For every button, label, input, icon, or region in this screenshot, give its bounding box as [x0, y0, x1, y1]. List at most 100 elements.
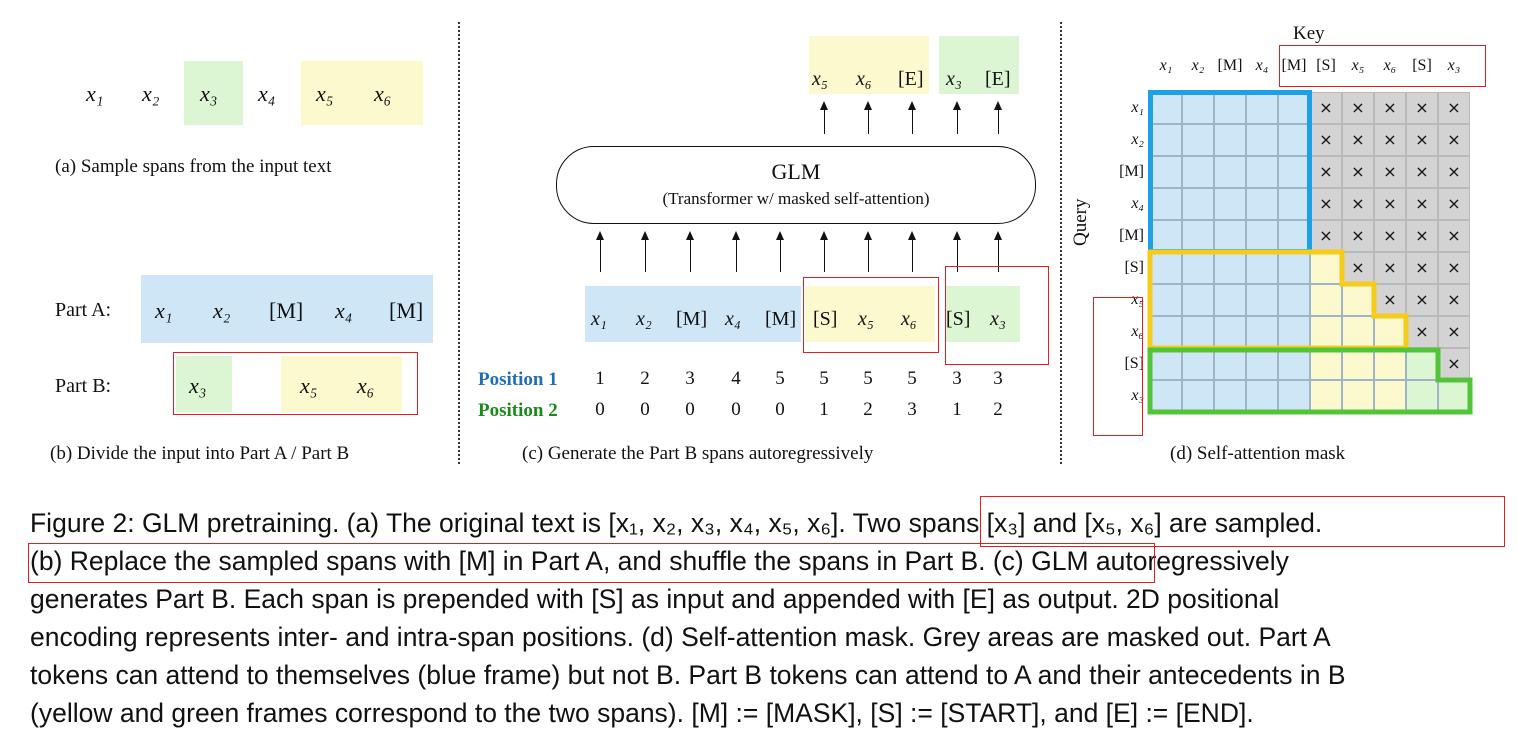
span-highlight-x3 — [184, 61, 243, 125]
key-token-10: x₃ — [1447, 57, 1461, 74]
mask-cell-masked: × — [1406, 92, 1438, 124]
input-arrow-3 — [686, 231, 694, 272]
mask-cell-visible — [1182, 156, 1214, 188]
input-arrow-6 — [820, 231, 828, 272]
mask-cell-masked: × — [1438, 284, 1470, 316]
mask-cell-visible — [1246, 188, 1278, 220]
input-token-10: x₃ — [990, 308, 1006, 330]
part-b-token-3: x₆ — [357, 373, 375, 398]
position2-value-8: 3 — [907, 399, 917, 420]
mask-cell-visible — [1214, 252, 1246, 284]
position2-value-4: 0 — [731, 399, 741, 420]
position1-value-10: 3 — [993, 368, 1003, 389]
mask-cell-visible — [1182, 220, 1214, 252]
mask-cell-masked: × — [1342, 220, 1374, 252]
part-a-token-2: x₂ — [213, 298, 231, 323]
mask-cell-masked: × — [1310, 220, 1342, 252]
output-arrow-4 — [953, 101, 961, 134]
position1-value-8: 5 — [907, 368, 917, 389]
mask-cell-visible — [1214, 92, 1246, 124]
input-token-6: [S] — [813, 308, 838, 330]
mask-cell-masked: × — [1342, 188, 1374, 220]
mask-cell-masked: × — [1438, 316, 1470, 348]
token-a-5: x₅ — [316, 81, 334, 106]
mask-cell-visible — [1246, 316, 1278, 348]
part-b-token-1: x₃ — [189, 373, 207, 398]
glm-subtitle: (Transformer w/ masked self-attention) — [662, 189, 930, 208]
mask-cell-masked: × — [1374, 284, 1406, 316]
mask-cell-masked: × — [1406, 284, 1438, 316]
mask-cell-visible — [1150, 316, 1182, 348]
mask-cell-visible — [1374, 316, 1406, 348]
output-span1-background — [939, 36, 1019, 94]
mask-cell-visible — [1310, 284, 1342, 316]
part-a-background — [141, 275, 433, 343]
caption-highlight-box-1 — [980, 496, 1505, 547]
position1-value-3: 3 — [685, 368, 695, 389]
output-span2-background — [809, 36, 929, 94]
mask-cell-visible — [1310, 316, 1342, 348]
query-token-3: [M] — [1119, 163, 1144, 180]
divider-right — [1060, 22, 1062, 464]
position1-value-9: 3 — [952, 368, 962, 389]
glm-model-box: GLM (Transformer w/ masked self-attentio… — [556, 146, 1036, 224]
mask-cell-visible — [1278, 380, 1310, 412]
input-arrow-9 — [953, 231, 961, 272]
output-arrow-1 — [820, 101, 828, 134]
mask-cell-visible — [1150, 284, 1182, 316]
mask-cell-masked: × — [1342, 124, 1374, 156]
mask-cell-masked: × — [1438, 92, 1470, 124]
mask-cell-visible — [1182, 92, 1214, 124]
mask-cell-visible — [1278, 316, 1310, 348]
mask-cell-masked: × — [1310, 156, 1342, 188]
position2-value-10: 2 — [993, 399, 1003, 420]
mask-cell-visible — [1214, 156, 1246, 188]
part-b-token-2: x₅ — [300, 373, 318, 398]
mask-cell-visible — [1214, 348, 1246, 380]
mask-cell-masked: × — [1374, 188, 1406, 220]
mask-cell-masked: × — [1374, 124, 1406, 156]
position1-label: Position 1 — [478, 369, 558, 390]
mask-cell-visible — [1182, 188, 1214, 220]
input-token-2: x₂ — [636, 308, 652, 330]
key-token-1: x₁ — [1159, 57, 1173, 74]
input-span1-highlight-box — [945, 266, 1049, 365]
blue-frame — [1148, 90, 1312, 254]
output-arrow-3 — [908, 101, 916, 134]
part-a-token-3: [M] — [269, 298, 304, 323]
key-token-2: x₂ — [1191, 57, 1205, 74]
mask-cell-masked: × — [1310, 92, 1342, 124]
mask-cell-visible — [1342, 380, 1374, 412]
mask-cell-masked: × — [1438, 156, 1470, 188]
query-token-2: x₂ — [1131, 131, 1144, 148]
mask-cell-visible — [1214, 124, 1246, 156]
mask-cell-visible — [1310, 252, 1342, 284]
input-arrow-10 — [994, 231, 1002, 272]
key-token-5: [M] — [1281, 57, 1307, 74]
mask-cell-masked: × — [1342, 252, 1374, 284]
token-a-1: x₁ — [86, 81, 104, 106]
position1-value-1: 1 — [595, 368, 605, 389]
mask-cell-visible — [1214, 188, 1246, 220]
position2-label: Position 2 — [478, 400, 558, 421]
key-token-9: [S] — [1412, 57, 1432, 74]
mask-cell-visible — [1374, 380, 1406, 412]
mask-cell-masked: × — [1406, 252, 1438, 284]
caption-highlight-box-2 — [28, 543, 1155, 583]
mask-cell-masked: × — [1438, 124, 1470, 156]
position1-value-6: 5 — [819, 368, 829, 389]
mask-cell-visible — [1342, 316, 1374, 348]
glm-title: GLM — [771, 159, 821, 184]
query-token-8: x₆ — [1131, 323, 1144, 340]
key-span-highlight-box — [1279, 45, 1486, 87]
mask-cell-masked: × — [1374, 92, 1406, 124]
mask-cell-visible — [1150, 156, 1182, 188]
query-token-4: x₄ — [1131, 195, 1144, 212]
mask-cell-visible — [1182, 124, 1214, 156]
span-highlight-x5-x6 — [301, 61, 423, 125]
position2-value-6: 1 — [819, 399, 829, 420]
mask-cell-visible — [1246, 284, 1278, 316]
caption-c: (c) Generate the Part B spans autoregres… — [522, 443, 874, 464]
output-arrow-2 — [864, 101, 872, 134]
caption-line-3: generates Part B. Each span is prepended… — [30, 584, 1280, 614]
